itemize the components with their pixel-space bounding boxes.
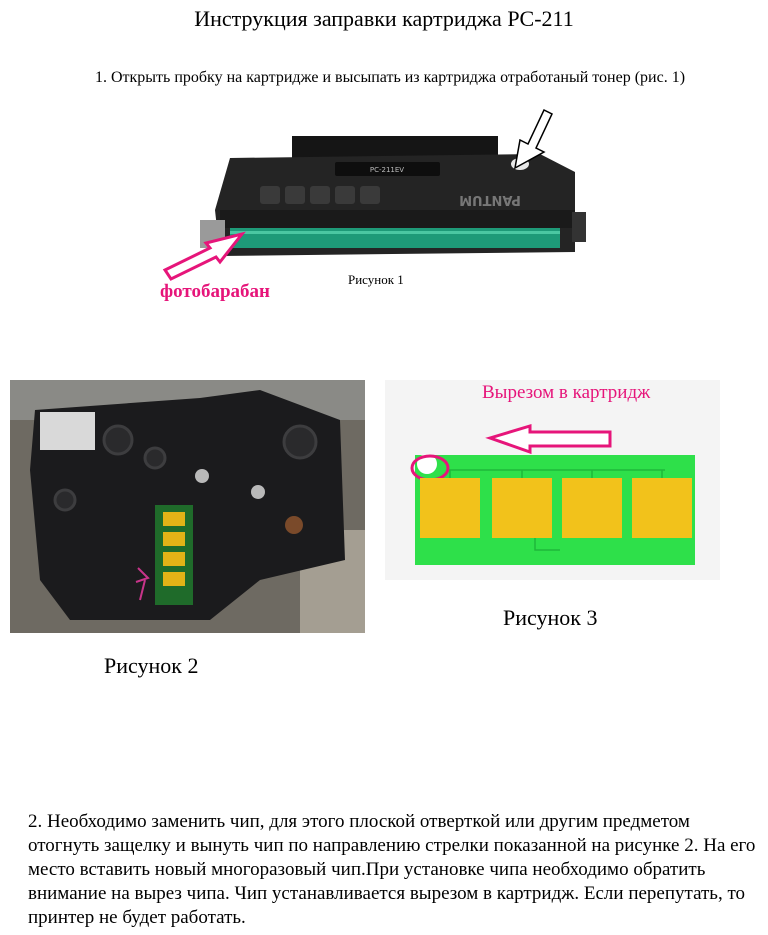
contact-pad-2: [492, 478, 552, 538]
brand-text: PANTUM: [459, 192, 521, 207]
photo-arrow: [135, 567, 150, 601]
chip-notch: [417, 454, 437, 474]
contact-pad-4: [632, 478, 692, 538]
plug-pointer-arrow: [513, 108, 553, 170]
contact-pad-1: [420, 478, 480, 538]
page-title: Инструкция заправки картриджа PC-211: [194, 6, 574, 31]
contact-pad-3: [562, 478, 622, 538]
figure-3-caption: Рисунок 3: [503, 605, 598, 630]
cartridge-model-text: PC-211EV: [370, 166, 404, 174]
chip-photo-illustration: [10, 380, 365, 633]
figure-2-caption: Рисунок 2: [104, 653, 199, 678]
figure-1-caption: Рисунок 1: [348, 272, 404, 287]
drum-pointer-arrow: [162, 231, 246, 281]
direction-arrow: [485, 423, 612, 455]
step-1-text: 1. Открыть пробку на картридже и высыпат…: [94, 69, 686, 86]
chip-diagram: [385, 380, 720, 580]
figure-2-photo: [10, 380, 365, 633]
drum-label: фотобарабан: [160, 281, 270, 302]
figure-3-chip: [385, 380, 720, 580]
chip-notch-note: Вырезом в картридж: [482, 382, 651, 403]
figure-1-cartridge: PC-211EV PANTUM: [160, 100, 590, 300]
cartridge-illustration: PC-211EV PANTUM: [162, 108, 586, 281]
step-2-text: 2. Необходимо заменить чип, для этого пл…: [28, 811, 756, 928]
